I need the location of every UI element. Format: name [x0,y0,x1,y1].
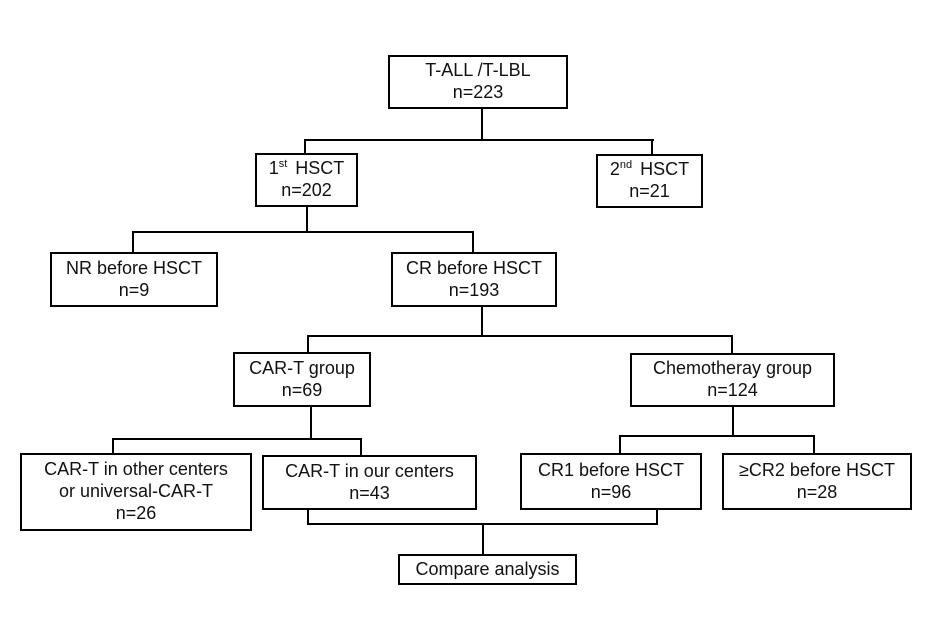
box-label: CAR-T in our centers [285,460,454,481]
box-chemotherapy-group: Chemotheray group n=124 [630,353,835,407]
connector-level1-bar [304,139,654,141]
connector-level2-bar [132,231,474,233]
box-cr2-before-hsct: ≥CR2 before HSCT n=28 [722,453,912,510]
box-count: n=28 [796,481,838,502]
box-count: n=223 [452,82,504,102]
box-label-line2: or universal-CAR-T [58,481,214,502]
box-label: NR before HSCT [65,257,203,278]
box-count: n=26 [115,502,157,523]
connector-level3-left-drop [307,335,309,352]
box-label: CR before HSCT [405,257,543,278]
ordinal-superscript: nd [619,159,633,172]
box-label: Chemotheray group [652,358,813,379]
box-count: n=193 [448,279,500,300]
connector-compare-stem [482,523,484,554]
connector-cartgroup-stem [310,407,312,438]
box-nr-before-hsct: NR before HSCT n=9 [50,252,218,307]
box-cr1-before-hsct: CR1 before HSCT n=96 [520,453,702,510]
box-label: T-ALL /T-LBL [425,60,531,81]
box-count: n=202 [281,180,332,200]
connector-cr1-drop [619,435,621,453]
connector-cr-stem [481,307,483,335]
box-count: n=21 [629,181,670,201]
box-count: n=9 [118,279,150,300]
connector-hsct1-stem [306,207,308,231]
box-label-line1: CAR-T in other centers [44,459,228,480]
box-label: Compare analysis [415,558,560,579]
box-label: CAR-T group [249,357,355,378]
connector-level1-right-drop [651,139,653,154]
box-compare-analysis: Compare analysis [398,554,577,585]
connector-level1-left-drop [304,139,306,153]
box-t-all-t-lbl: T-ALL /T-LBL n=223 [388,55,568,109]
connector-level3-right-drop [731,335,733,353]
box-label: CR1 before HSCT [537,459,685,480]
connector-level4-right-bar [619,435,815,437]
box-car-t-group: CAR-T group n=69 [233,352,371,407]
box-count: n=96 [590,481,632,502]
connector-cr2-drop [813,435,815,453]
box-car-t-other-centers: CAR-T in other centers or universal-CAR-… [20,453,252,531]
connector-level3-bar [307,335,733,337]
connector-level2-right-drop [472,231,474,252]
ordinal-superscript: st [278,158,288,171]
box-count: n=69 [281,379,323,400]
connector-cartother-drop [112,438,114,453]
connector-cartour-drop [360,438,362,455]
box-count: n=124 [707,380,758,400]
connector-level4-left-bar [112,438,362,440]
box-count: n=43 [349,482,390,503]
connector-chemo-stem [732,407,734,435]
connector-root-stem [481,109,483,139]
box-car-t-our-centers: CAR-T in our centers n=43 [262,455,477,510]
box-label: ≥CR2 before HSCT [739,459,895,480]
box-cr-before-hsct: CR before HSCT n=193 [391,252,557,307]
connector-level2-left-drop [132,231,134,252]
connector-cr1-merge-stem [656,510,658,523]
connector-cartour-merge-stem [307,510,309,523]
